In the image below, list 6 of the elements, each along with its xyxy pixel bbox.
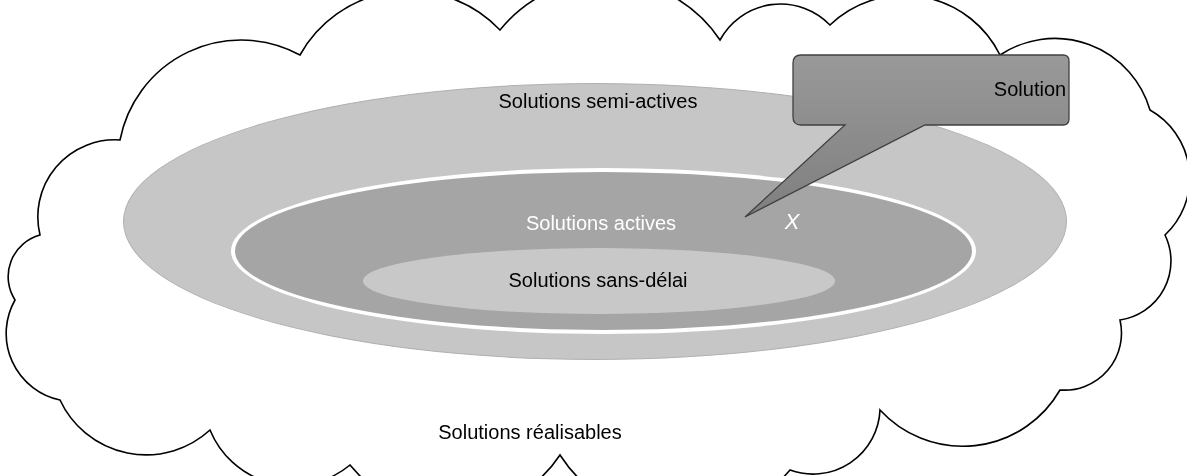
node-label: Solutions actives bbox=[525, 211, 677, 235]
variable-label: X bbox=[784, 209, 800, 235]
node-label: Solutions réalisables bbox=[438, 420, 622, 444]
node-label: Solution bbox=[993, 77, 1067, 101]
node-label: Solutions sans-délai bbox=[508, 268, 688, 292]
node-label: Solutions semi-actives bbox=[498, 89, 698, 113]
